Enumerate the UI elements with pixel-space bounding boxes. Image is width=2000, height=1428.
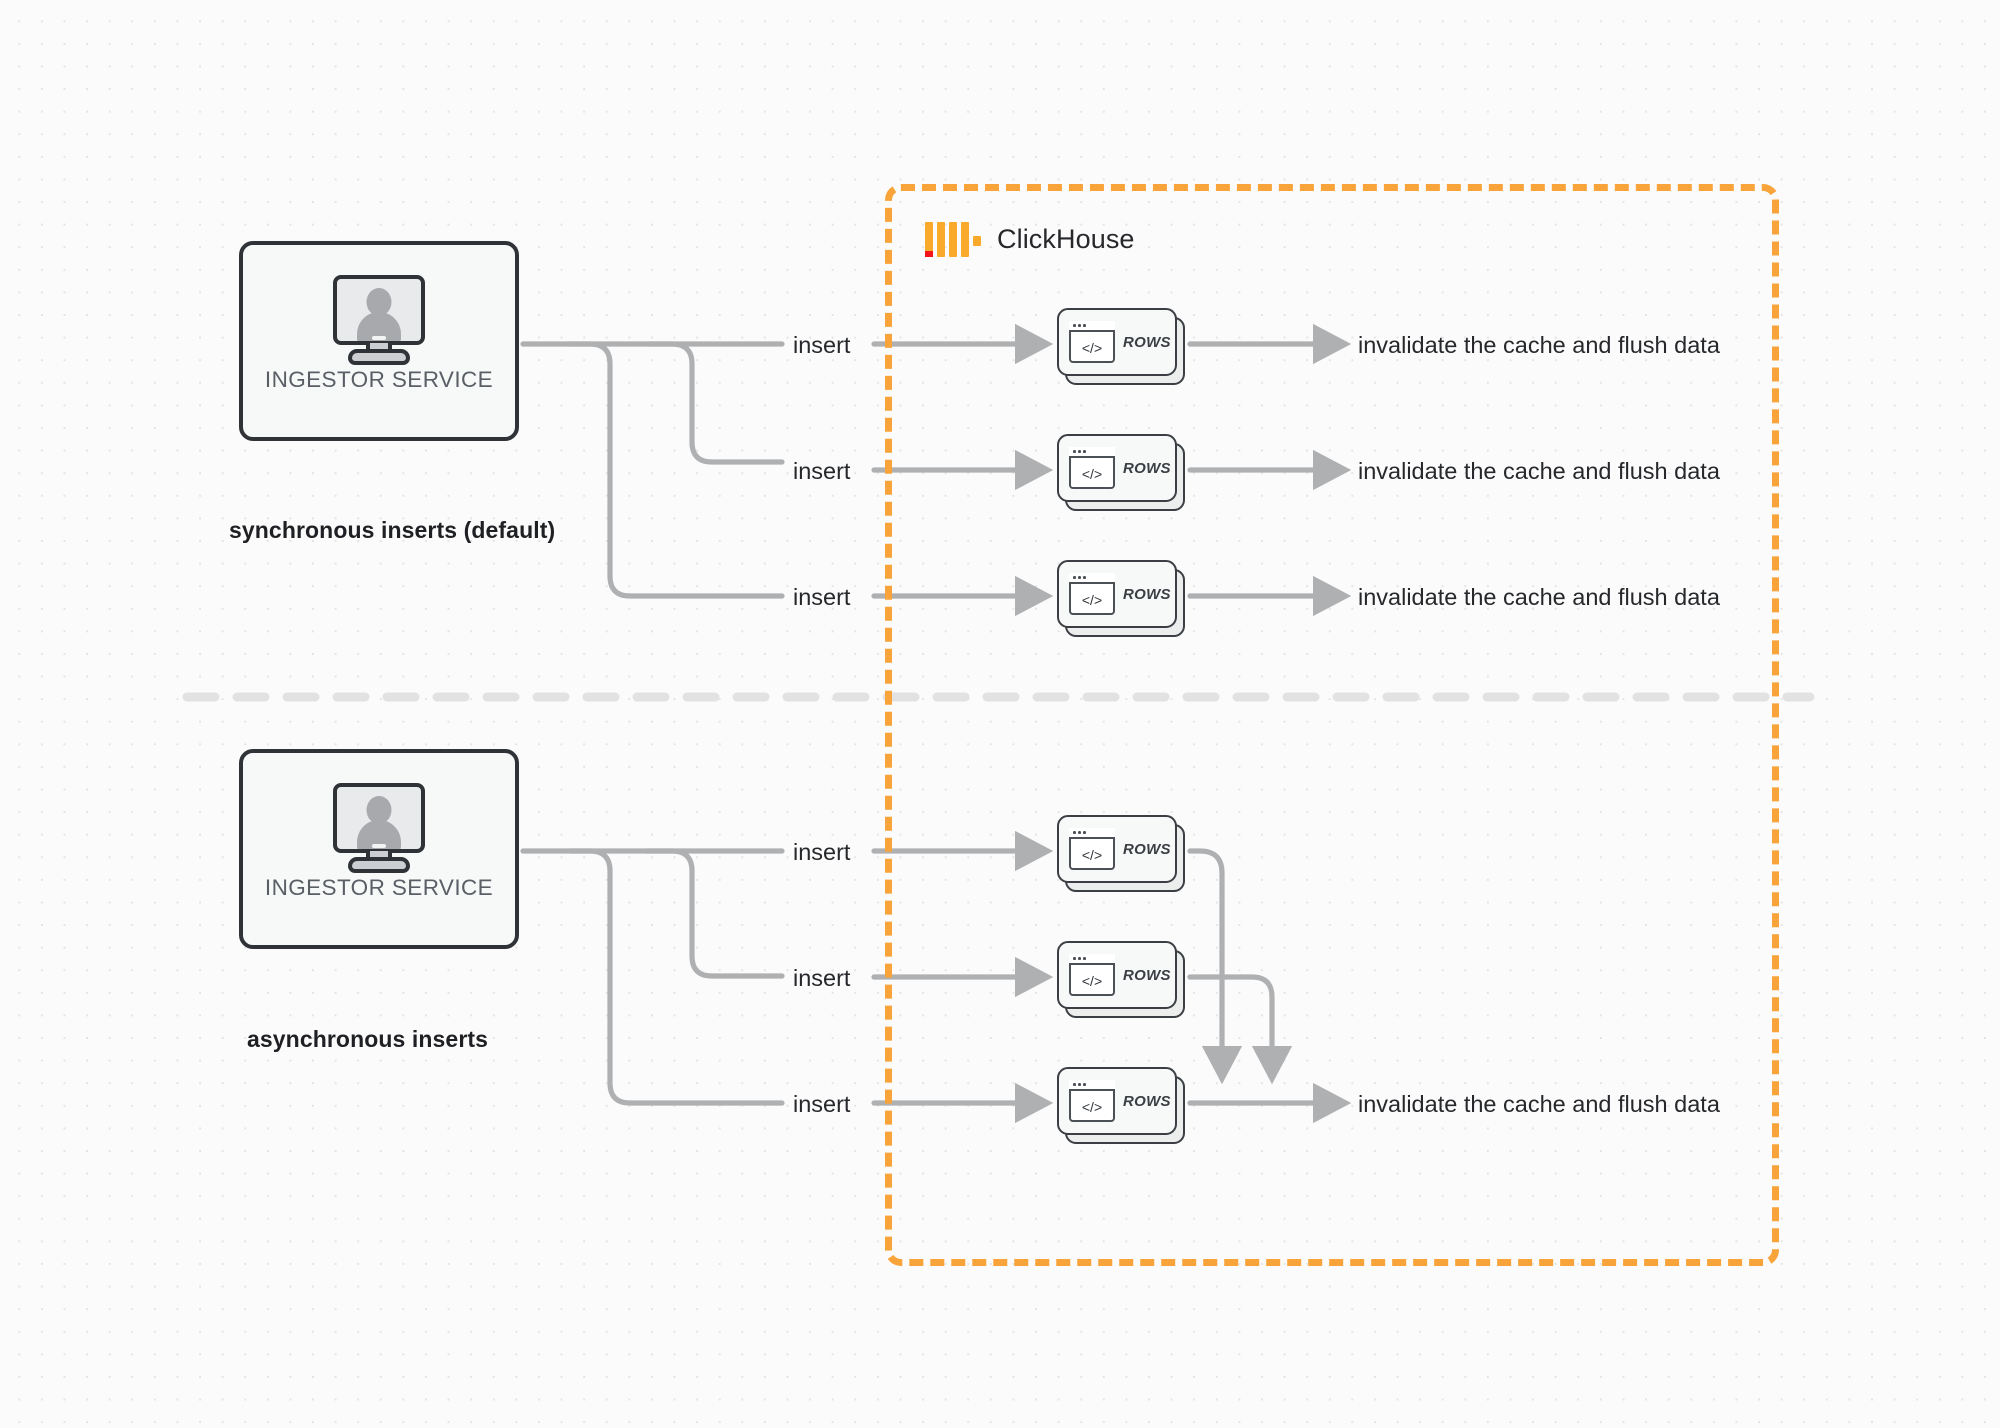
insert-label-sync-3: insert: [793, 584, 851, 610]
code-window-icon: </>: [1069, 828, 1115, 870]
rows-card-label: ROWS: [1123, 1092, 1171, 1110]
ingestor-service-box-async[interactable]: INGESTOR SERVICE: [239, 749, 519, 949]
section-caption-sync: synchronous inserts (default): [229, 517, 556, 543]
monitor-user-icon: [329, 275, 429, 365]
ingestor-service-box-sync[interactable]: INGESTOR SERVICE: [239, 241, 519, 441]
ingestor-service-label-async: INGESTOR SERVICE: [264, 875, 494, 900]
rows-card-label: ROWS: [1123, 333, 1171, 351]
code-window-icon: </>: [1069, 954, 1115, 996]
section-caption-async: asynchronous inserts: [247, 1026, 489, 1052]
code-window-icon: </>: [1069, 321, 1115, 363]
rows-card-label: ROWS: [1123, 840, 1171, 858]
rows-card-sync-2[interactable]: </> ROWS: [1057, 434, 1185, 511]
rows-card-async-2[interactable]: </> ROWS: [1057, 941, 1185, 1018]
code-window-icon: </>: [1069, 1080, 1115, 1122]
clickhouse-brand: ClickHouse: [925, 222, 1135, 257]
clickhouse-logo-icon: [925, 222, 981, 257]
code-window-icon: </>: [1069, 573, 1115, 615]
ingestor-service-label-sync: INGESTOR SERVICE: [264, 367, 494, 392]
output-label-sync-2: invalidate the cache and flush data: [1358, 458, 1720, 484]
rows-card-label: ROWS: [1123, 585, 1171, 603]
output-label-sync-1: invalidate the cache and flush data: [1358, 332, 1720, 358]
rows-card-async-1[interactable]: </> ROWS: [1057, 815, 1185, 892]
insert-label-async-2: insert: [793, 965, 851, 991]
rows-card-async-3[interactable]: </> ROWS: [1057, 1067, 1185, 1144]
insert-label-sync-2: insert: [793, 458, 851, 484]
rows-card-sync-3[interactable]: </> ROWS: [1057, 560, 1185, 637]
clickhouse-label: ClickHouse: [997, 224, 1135, 254]
monitor-user-icon: [329, 783, 429, 873]
insert-label-sync-1: insert: [793, 332, 851, 358]
rows-card-label: ROWS: [1123, 459, 1171, 477]
rows-card-sync-1[interactable]: </> ROWS: [1057, 308, 1185, 385]
clickhouse-boundary: [885, 184, 1779, 1266]
insert-label-async-3: insert: [793, 1091, 851, 1117]
insert-label-async-1: insert: [793, 839, 851, 865]
output-label-async-3: invalidate the cache and flush data: [1358, 1091, 1720, 1117]
output-label-sync-3: invalidate the cache and flush data: [1358, 584, 1720, 610]
rows-card-label: ROWS: [1123, 966, 1171, 984]
code-window-icon: </>: [1069, 447, 1115, 489]
